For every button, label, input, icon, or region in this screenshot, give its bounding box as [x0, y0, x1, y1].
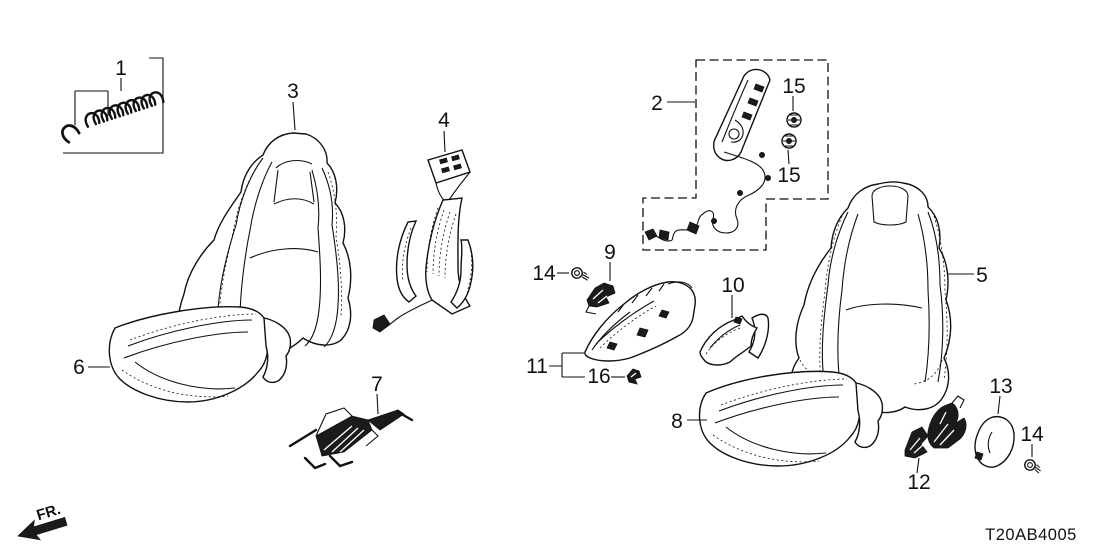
leader-line-3	[292, 101, 296, 131]
svg-text:1: 1	[115, 57, 127, 80]
callout-5[interactable]: 5	[947, 264, 988, 287]
leader-line-12	[916, 457, 920, 474]
part-5-seat-back-assembly[interactable]	[790, 181, 952, 414]
callout-14-left[interactable]: 14	[532, 262, 569, 285]
front-marker-label: FR.	[35, 501, 63, 524]
svg-text:4: 4	[438, 109, 450, 132]
callout-6[interactable]: 6	[73, 356, 110, 379]
svg-text:15: 15	[777, 164, 800, 187]
callout-15-lower[interactable]: 15	[777, 149, 801, 187]
diagram-code: T20AB4005	[985, 526, 1077, 544]
callout-12[interactable]: 12	[907, 457, 931, 494]
svg-text:3: 3	[287, 80, 299, 103]
callout-1[interactable]: 1	[74, 57, 127, 125]
svg-text:14: 14	[532, 262, 556, 285]
part-14-screw-left[interactable]	[571, 267, 591, 281]
part-15-flange-nut-upper[interactable]	[786, 112, 802, 128]
callout-2[interactable]: 2	[651, 92, 695, 115]
part-11-side-trim-panel[interactable]	[584, 281, 696, 362]
leader-line-13	[997, 395, 1001, 415]
svg-text:6: 6	[73, 356, 85, 379]
part-1-hog-ring-clips[interactable]	[59, 57, 165, 154]
svg-text:16: 16	[587, 365, 610, 388]
callout-8[interactable]: 8	[671, 410, 707, 433]
part-6-seat-cushion-cover[interactable]	[108, 306, 292, 403]
leader-line-7	[376, 393, 379, 415]
svg-text:11: 11	[526, 355, 548, 378]
svg-text:14: 14	[1020, 423, 1044, 446]
svg-text:13: 13	[989, 375, 1012, 398]
leader-line-15-lower	[787, 149, 790, 165]
callout-10[interactable]: 10	[721, 274, 745, 318]
svg-text:15: 15	[782, 75, 805, 98]
svg-text:7: 7	[371, 373, 383, 396]
callout-9[interactable]: 9	[604, 241, 616, 281]
front-direction-marker: FR.	[17, 501, 68, 541]
part-12-recliner-brackets[interactable]	[904, 395, 967, 459]
part-14-screw-right[interactable]	[1023, 458, 1043, 474]
svg-text:10: 10	[721, 274, 744, 297]
svg-text:2: 2	[651, 92, 663, 115]
part-10-trim-piece[interactable]	[699, 313, 770, 366]
part-9-bracket[interactable]	[585, 282, 616, 315]
part-15-flange-nut-lower[interactable]	[781, 133, 797, 149]
part-13-recliner-cover[interactable]	[974, 415, 1015, 468]
svg-text:9: 9	[604, 241, 616, 264]
leader-line-11	[549, 352, 585, 378]
svg-text:12: 12	[907, 471, 930, 494]
svg-text:5: 5	[976, 264, 988, 287]
leader-line-4	[443, 130, 446, 153]
part-8-seat-cushion-assembly[interactable]	[698, 370, 884, 467]
callout-7[interactable]: 7	[371, 373, 383, 415]
callout-11[interactable]: 11	[526, 352, 585, 378]
part-16-clip[interactable]	[626, 368, 642, 385]
callout-3[interactable]: 3	[287, 80, 299, 131]
svg-text:8: 8	[671, 410, 683, 433]
callout-13[interactable]: 13	[989, 375, 1013, 415]
leader-line-1	[74, 78, 122, 125]
callout-15-upper[interactable]: 15	[782, 75, 806, 111]
part-2-side-airbag-module[interactable]	[642, 59, 829, 251]
front-arrow-icon	[17, 517, 68, 541]
callout-16[interactable]: 16	[587, 365, 625, 388]
part-7-seat-cushion-heater[interactable]	[288, 407, 414, 470]
part-3-seat-back-cover[interactable]	[177, 132, 352, 361]
callout-14-right[interactable]: 14	[1020, 423, 1044, 457]
callout-4[interactable]: 4	[438, 109, 450, 153]
part-4-seat-back-heater[interactable]	[372, 149, 474, 333]
